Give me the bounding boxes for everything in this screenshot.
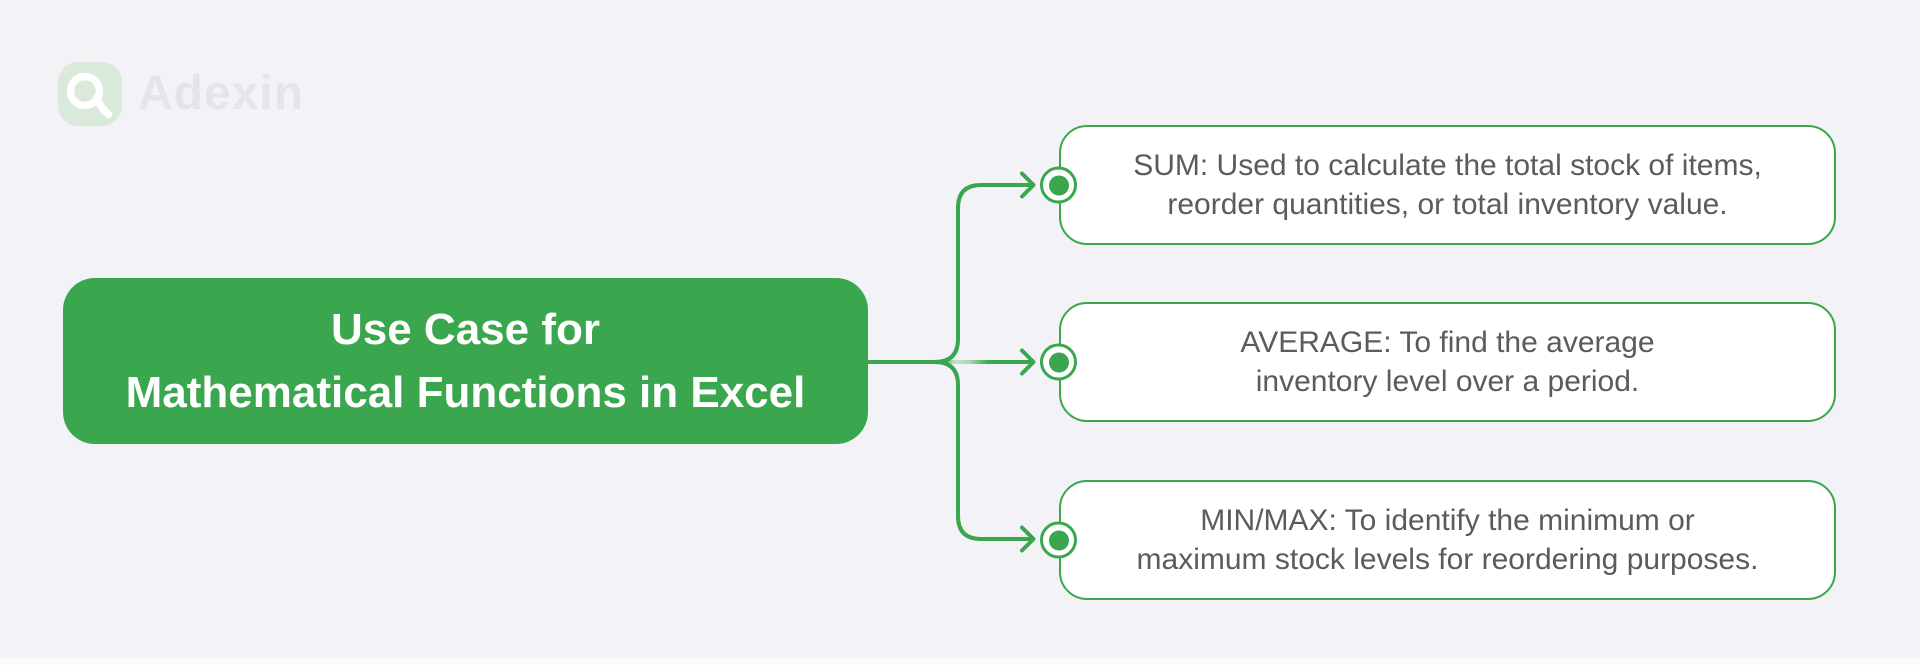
- node-dot-icon: [1048, 352, 1069, 372]
- branch-box-minmax: MIN/MAX: To identify the minimum or maxi…: [1040, 480, 1836, 600]
- arrowhead-middle-icon: [1020, 348, 1036, 376]
- root-node: Use Case for Mathematical Functions in E…: [63, 278, 868, 444]
- root-node-line1: Use Case for: [330, 305, 600, 354]
- brand-wordmark: Adexin: [138, 67, 305, 120]
- branch-average-line1: AVERAGE: To find the average: [1240, 326, 1655, 359]
- connector-bottom: [933, 360, 1035, 541]
- branch-minmax-line2: maximum stock levels for reordering purp…: [1136, 543, 1759, 576]
- arrowhead-top-icon: [1020, 171, 1036, 199]
- branch-average-line2: inventory level over a period.: [1255, 365, 1640, 398]
- adexin-a-icon: [66, 72, 113, 119]
- node-dot-icon: [1048, 530, 1069, 550]
- node-dot-icon: [1048, 175, 1069, 195]
- connector-arrows: [860, 171, 1036, 553]
- branch-box-sum: SUM: Used to calculate the total stock o…: [1040, 125, 1836, 245]
- arrowhead-bottom-icon: [1020, 525, 1036, 553]
- branch-box-average: AVERAGE: To find the average inventory l…: [1040, 302, 1836, 422]
- node-ring-icon: [1040, 343, 1077, 381]
- branch-sum-line2: reorder quantities, or total inventory v…: [1167, 188, 1728, 221]
- branch-sum-line1: SUM: Used to calculate the total stock o…: [1133, 149, 1762, 182]
- root-node-line2: Mathematical Functions in Excel: [125, 368, 806, 417]
- adexin-logo-tile: [58, 62, 122, 126]
- node-ring-icon: [1040, 166, 1077, 204]
- connector-top: [933, 183, 1035, 364]
- node-ring-icon: [1040, 521, 1077, 559]
- bottom-edge-strip: [0, 658, 1920, 665]
- branch-minmax-line1: MIN/MAX: To identify the minimum or: [1200, 504, 1695, 537]
